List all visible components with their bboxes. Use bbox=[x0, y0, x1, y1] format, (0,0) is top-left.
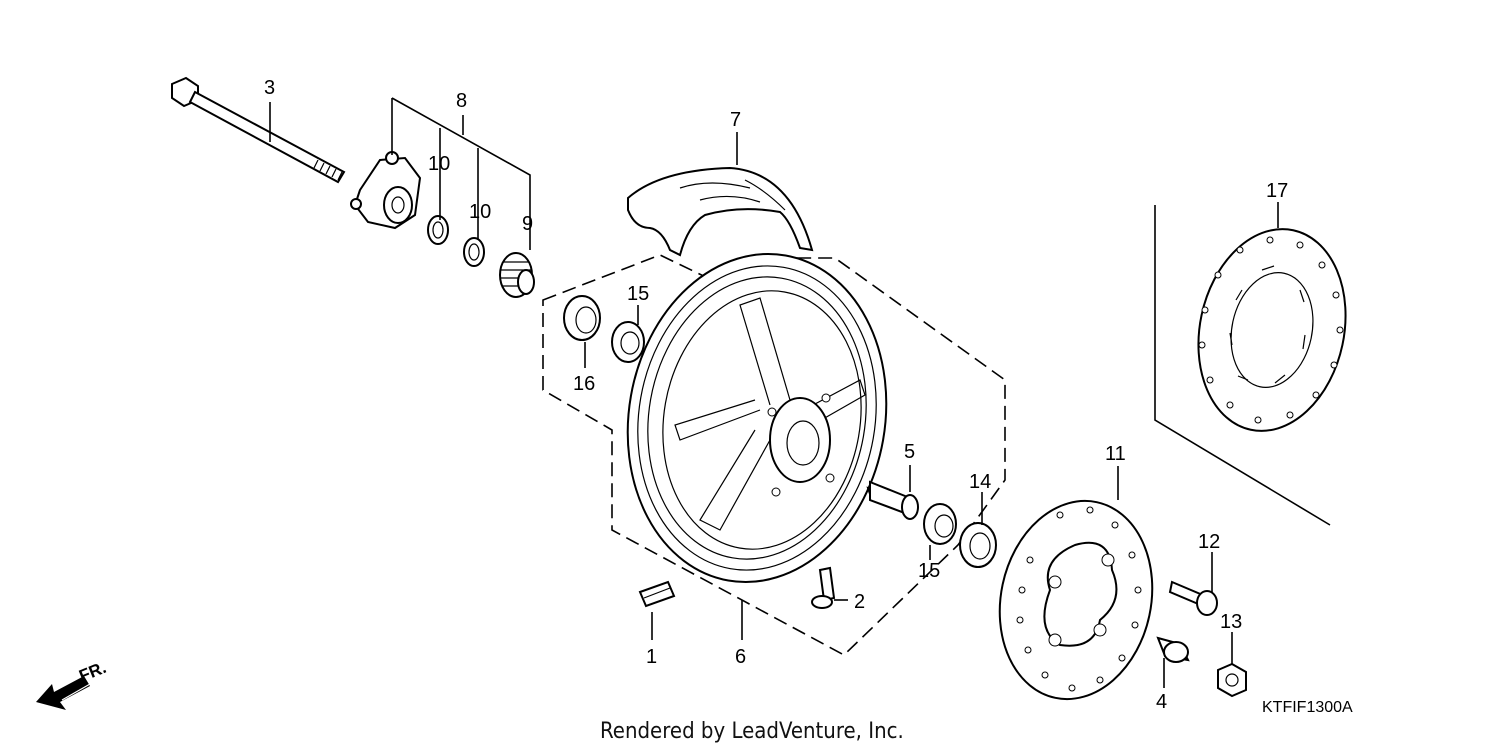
speedometer-gearbox[interactable] bbox=[350, 151, 422, 230]
dust-seal-right[interactable] bbox=[959, 492, 997, 568]
callout-12: 12 bbox=[1198, 531, 1220, 553]
callout-11: 11 bbox=[1105, 443, 1126, 465]
disc-collar[interactable] bbox=[1156, 636, 1190, 688]
callout-10a: 10 bbox=[428, 153, 450, 175]
callout-4: 4 bbox=[1156, 691, 1167, 713]
callout-15a: 15 bbox=[627, 283, 649, 305]
callout-3: 3 bbox=[264, 77, 275, 99]
credit-text: Rendered by LeadVenture, Inc. bbox=[600, 719, 904, 744]
axle-bolt[interactable] bbox=[171, 76, 346, 184]
balance-weight[interactable] bbox=[638, 580, 676, 640]
brake-disc-alternate[interactable] bbox=[1180, 202, 1363, 445]
direction-label: FR. bbox=[76, 658, 109, 686]
callout-7: 7 bbox=[730, 109, 741, 131]
callout-6: 6 bbox=[735, 646, 746, 668]
disc-bracket-line bbox=[1154, 205, 1331, 526]
bearing-right[interactable] bbox=[923, 503, 957, 560]
callout-15b: 15 bbox=[918, 560, 940, 582]
seal-lower[interactable] bbox=[463, 237, 485, 267]
callout-14: 14 bbox=[969, 471, 991, 493]
callout-2: 2 bbox=[854, 591, 865, 613]
leader-lines-8 bbox=[269, 97, 531, 250]
tire-valve[interactable] bbox=[811, 566, 848, 609]
speedometer-drive-gear[interactable] bbox=[499, 252, 535, 298]
diagram-code: KTFIF1300A bbox=[1262, 699, 1353, 716]
callout-1: 1 bbox=[646, 646, 657, 668]
front-arrow-icon: FR. bbox=[36, 658, 109, 710]
callout-5: 5 bbox=[904, 441, 915, 463]
brake-disc[interactable] bbox=[982, 466, 1170, 713]
callout-16: 16 bbox=[573, 373, 595, 395]
seal-upper[interactable] bbox=[427, 215, 449, 245]
callout-13: 13 bbox=[1220, 611, 1242, 633]
disc-nut[interactable] bbox=[1217, 632, 1247, 698]
dust-seal-left[interactable] bbox=[563, 295, 601, 368]
tire-section[interactable] bbox=[627, 132, 814, 257]
front-wheel-rim[interactable] bbox=[602, 233, 911, 640]
callout-8: 8 bbox=[456, 90, 467, 112]
distance-collar[interactable] bbox=[866, 465, 919, 520]
wheel-assembly-outline bbox=[542, 254, 1006, 656]
callout-17: 17 bbox=[1266, 180, 1288, 202]
disc-bolt[interactable] bbox=[1168, 552, 1218, 616]
bearing-left[interactable] bbox=[611, 305, 645, 363]
callout-10b: 10 bbox=[469, 201, 491, 223]
callout-9: 9 bbox=[522, 213, 533, 235]
